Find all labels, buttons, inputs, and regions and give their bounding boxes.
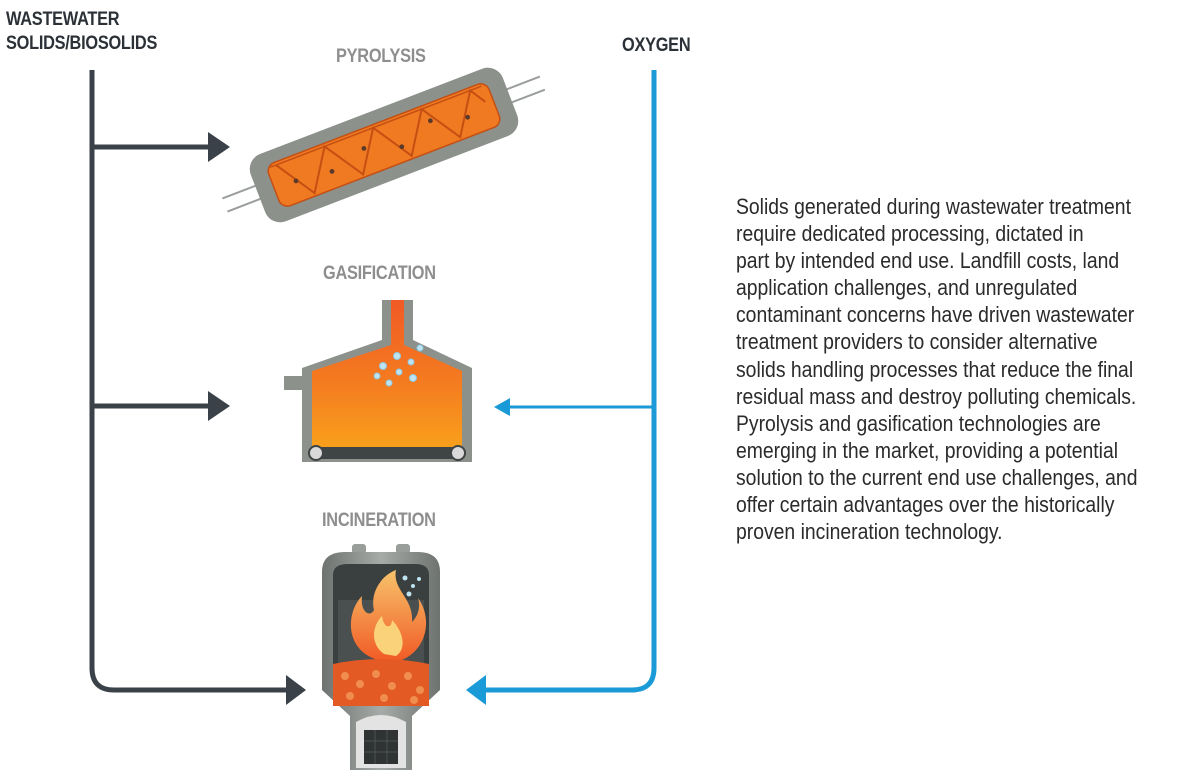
wastewater-solids-label: WASTEWATER SOLIDS/BIOSOLIDS: [6, 9, 158, 54]
oxygen-arrow-to-gasification: [494, 398, 510, 416]
gasifier-icon: [284, 300, 472, 462]
oxygen-label: OXYGEN: [622, 35, 691, 56]
gasification-label: GASIFICATION: [323, 263, 436, 284]
pyrolysis-label: PYROLYSIS: [336, 46, 426, 67]
oxygen-flow-lines: [466, 70, 657, 705]
incinerator-icon: [322, 544, 440, 770]
arrow-to-incineration: [286, 675, 306, 705]
arrow-to-pyrolysis: [208, 132, 230, 162]
oxygen-arrow-to-incineration: [466, 675, 486, 705]
pyrolysis-reactor-icon: [222, 67, 546, 223]
description-paragraph: Solids generated during wastewater treat…: [736, 194, 1138, 545]
arrow-to-gasification: [208, 391, 230, 421]
solids-flow-lines: [89, 70, 306, 705]
incineration-label: INCINERATION: [322, 510, 436, 531]
